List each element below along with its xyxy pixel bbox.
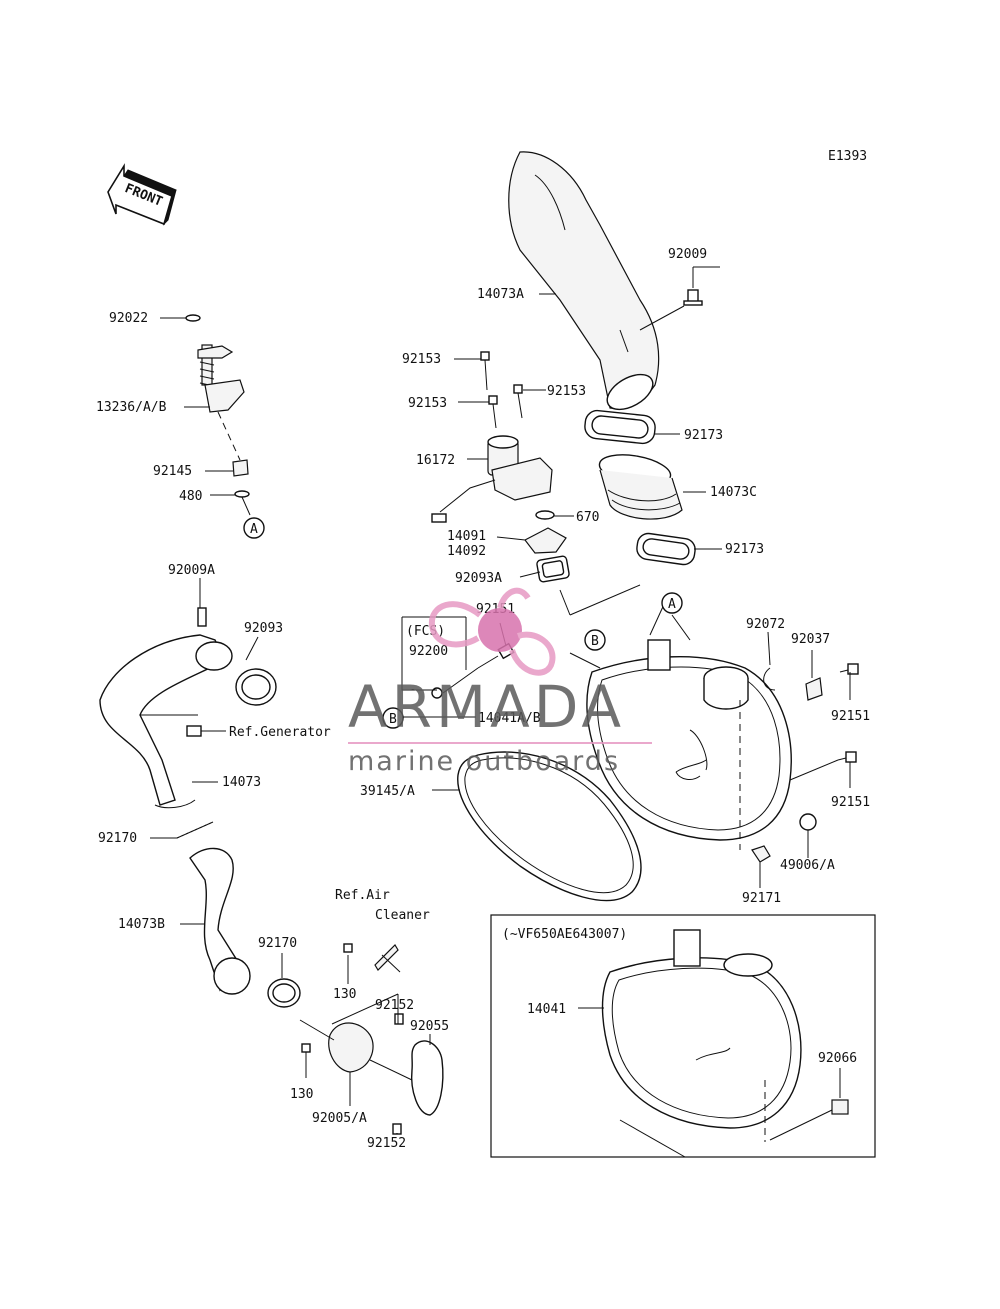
- cover-14041-inset: [601, 929, 802, 1129]
- ref-a-left: A: [250, 522, 258, 537]
- actuator-16172: [431, 435, 553, 523]
- label-14073A: 14073A: [477, 287, 524, 302]
- watermark-brand: ARMADA: [348, 673, 625, 741]
- ref-b-left: B: [389, 712, 397, 727]
- label-14092: 14092: [447, 544, 486, 559]
- label-92022: 92022: [109, 311, 148, 326]
- front-arrow-icon: FRONT: [107, 163, 177, 226]
- label-92200: 92200: [409, 644, 448, 659]
- watermark-tagline: marine outboards: [348, 746, 620, 777]
- duct-14073A: [508, 151, 660, 411]
- label-92170-upper: 92170: [98, 831, 137, 846]
- label-13236: 13236/A/B: [96, 400, 167, 415]
- label-92152-lower: 92152: [367, 1136, 406, 1151]
- propeller-logo-icon: [428, 587, 556, 676]
- label-92171: 92171: [742, 891, 781, 906]
- label-14091: 14091: [447, 529, 486, 544]
- label-49006A: 49006/A: [780, 858, 835, 873]
- label-130-upper: 130: [333, 987, 356, 1002]
- label-92173-upper: 92173: [684, 428, 723, 443]
- label-92066: 92066: [818, 1051, 857, 1066]
- label-14073C: 14073C: [710, 485, 757, 500]
- label-92093: 92093: [244, 621, 283, 636]
- label-92151-right-b: 92151: [831, 795, 870, 810]
- ref-a-right: A: [668, 597, 676, 612]
- label-ref-air: Ref.Air: [335, 888, 390, 903]
- label-92145: 92145: [153, 464, 192, 479]
- shaft-13236: [197, 344, 245, 413]
- label-92170-lower: 92170: [258, 936, 297, 951]
- pipe-14073: [99, 634, 233, 809]
- label-92055: 92055: [410, 1019, 449, 1034]
- label-92153-b: 92153: [547, 384, 586, 399]
- inset-box: [490, 914, 876, 1158]
- label-14041AB: 14041A/B: [478, 711, 541, 726]
- label-inset-note: (~VF650AE643007): [502, 927, 627, 942]
- label-92173-lower: 92173: [725, 542, 764, 557]
- label-16172: 16172: [416, 453, 455, 468]
- label-92009A: 92009A: [168, 563, 215, 578]
- label-92152-upper: 92152: [375, 998, 414, 1013]
- label-ref-generator: Ref.Generator: [229, 725, 331, 740]
- ref-b-right: B: [591, 634, 599, 649]
- label-39145A: 39145/A: [360, 784, 415, 799]
- boot-14073C: [598, 454, 683, 520]
- label-cleaner: Cleaner: [375, 908, 430, 923]
- label-480: 480: [179, 489, 202, 504]
- watermark: ARMADA marine outboards: [348, 587, 652, 777]
- label-92151-right-a: 92151: [831, 709, 870, 724]
- label-92153-a: 92153: [402, 352, 441, 367]
- label-92153-c: 92153: [408, 396, 447, 411]
- label-92093A: 92093A: [455, 571, 502, 586]
- label-130-lower: 130: [290, 1087, 313, 1102]
- label-14041: 14041: [527, 1002, 566, 1017]
- label-92037: 92037: [791, 632, 830, 647]
- label-670: 670: [576, 510, 599, 525]
- label-92009: 92009: [668, 247, 707, 262]
- label-92072: 92072: [746, 617, 785, 632]
- label-14073B: 14073B: [118, 917, 165, 932]
- callout-labels: 92009 14073A 92173 14073C 92173 92153 92…: [96, 247, 870, 1151]
- label-14073: 14073: [222, 775, 261, 790]
- diagram-code: E1393: [828, 149, 867, 164]
- label-92005A: 92005/A: [312, 1111, 367, 1126]
